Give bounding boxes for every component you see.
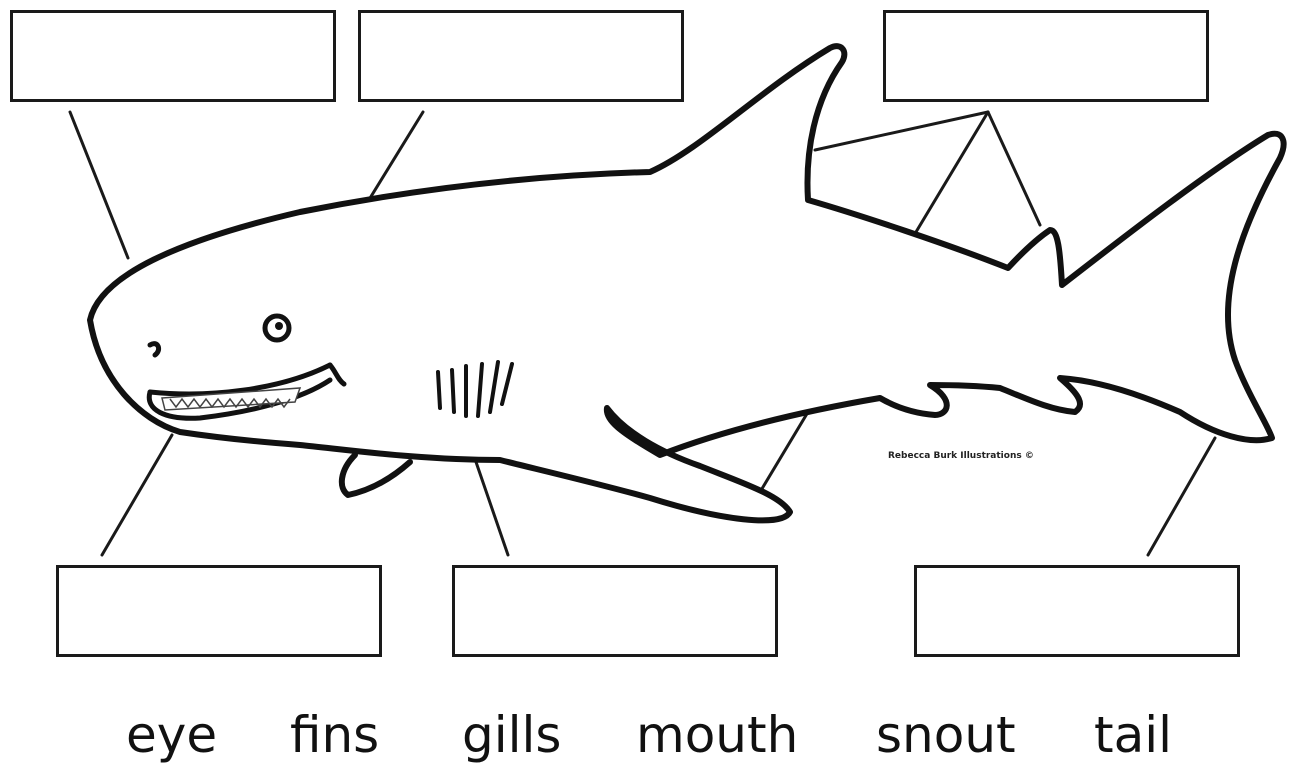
word-bank-mouth[interactable]: mouth (636, 700, 798, 770)
illustration-credit: Rebecca Burk Illustrations © (888, 451, 1034, 461)
word-bank-fins[interactable]: fins (290, 700, 379, 770)
leader-line-fin-dorsal (815, 112, 988, 150)
label-box-top-right[interactable] (883, 10, 1209, 102)
word-bank-snout[interactable]: snout (876, 700, 1016, 770)
label-box-top-left[interactable] (10, 10, 336, 102)
pelvic-fin (342, 455, 410, 495)
word-bank-tail[interactable]: tail (1094, 700, 1172, 770)
leader-line-tail (1148, 438, 1215, 555)
leader-line-snout (70, 112, 128, 258)
leader-line-mouth (102, 435, 172, 555)
shark-body-outline (90, 46, 1284, 520)
leader-line-fin-second-dorsal (988, 112, 1040, 225)
word-bank: eye fins gills mouth snout tail (0, 700, 1291, 770)
word-bank-eye[interactable]: eye (126, 700, 217, 770)
label-box-bottom-left[interactable] (56, 565, 382, 657)
label-box-top-middle[interactable] (358, 10, 684, 102)
label-box-bottom-right[interactable] (914, 565, 1240, 657)
label-box-bottom-middle[interactable] (452, 565, 778, 657)
word-bank-gills[interactable]: gills (462, 700, 561, 770)
